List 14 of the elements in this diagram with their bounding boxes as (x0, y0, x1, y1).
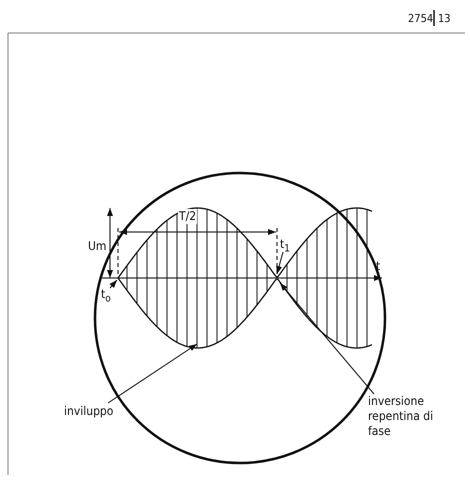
figure-number: 13 (438, 11, 451, 26)
leader-line (280, 282, 374, 394)
callout-text: inviluppo (64, 404, 114, 419)
time-label: t$_{1}$ (280, 237, 290, 256)
amplitude-label: Um (88, 239, 106, 254)
callout-text: inversione repentina di fase (368, 394, 436, 439)
leader-line (108, 344, 198, 404)
leader-line (109, 280, 118, 288)
leader-line (276, 252, 284, 274)
time-label: t$_{o}$ (101, 287, 111, 306)
waveform-drawing (117, 207, 372, 349)
figure-number: 2754 (408, 11, 434, 26)
axis-label: t (376, 259, 380, 274)
dimension-label: T/2 (178, 209, 198, 224)
